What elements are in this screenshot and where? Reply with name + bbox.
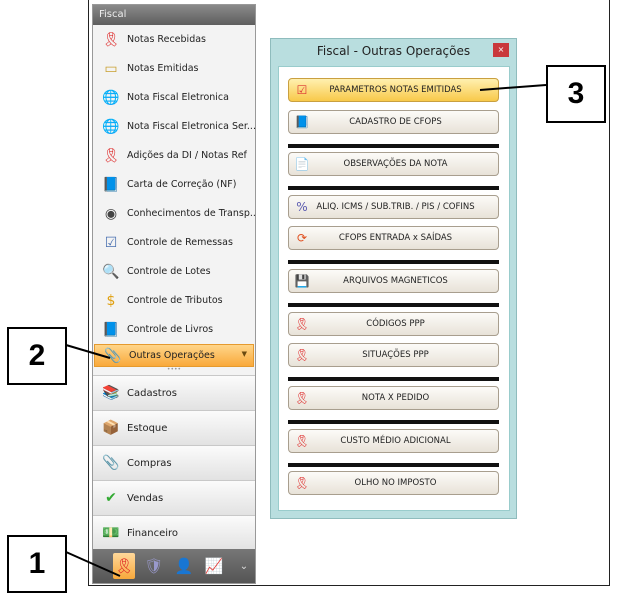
section-estoque[interactable]: 📦Estoque [93,410,255,445]
callout-2: 2 [7,327,67,385]
dialog-button[interactable]: 📘CADASTRO DE CFOPS [288,110,499,134]
separator [288,303,499,307]
sidebar-item[interactable]: ▭Notas Emitidas [93,54,255,83]
sidebar-item[interactable]: 🎗Adições da DI / Notas Ref [102,147,247,164]
book-icon: 📘 [102,176,120,193]
dialog-outras-operacoes: Fiscal - Outras Operações × ☑PARAMETROS … [270,38,517,519]
dialog-button[interactable]: 📄OBSERVAÇÕES DA NOTA [288,152,499,176]
dialog-title: Fiscal - Outras Operações × [271,39,516,64]
ribbon-icon: 🎗 [294,391,310,405]
sidebar-item[interactable]: 📘Carta de Correção (NF) [102,176,237,193]
book-icon: 📘 [294,115,310,129]
paperclip-icon: 📎 [102,455,120,471]
chevron-down-icon[interactable]: ▼ [241,350,247,358]
dialog-button[interactable]: ☑PARAMETROS NOTAS EMITIDAS [288,78,499,102]
coin-icon: $ [106,292,116,309]
sidebar-item[interactable]: ◉Conhecimentos de Transp... [93,199,255,228]
separator [288,377,499,381]
sidebar-item[interactable]: 📘Controle de Livros [102,321,214,338]
checklist-icon: ☑ [296,83,308,97]
ribbon-add-icon: 🎗 [102,31,120,48]
section-compras[interactable]: 📎Compras [93,445,255,480]
shield-icon[interactable]: 🛡 [144,557,164,575]
checkbook-icon: ✔ [105,490,117,506]
sidebar-item[interactable]: 🌐Nota Fiscal Eletronica [102,89,229,106]
module-bar: 🎗 🛡 👤 📈 ⌄ [93,549,255,583]
close-button[interactable]: × [493,43,509,57]
book-icon: 📘 [102,321,120,338]
separator [288,420,499,424]
sidebar: Fiscal 🎗Notas Recebidas ▭Notas Emitidas 🌐N… [92,4,256,584]
dialog-button[interactable]: %ALIQ. ICMS / SUB.TRIB. / PIS / COFINS [288,195,499,219]
ribbon-add-icon: 🎗 [102,147,120,164]
floppy-icon: 💾 [294,274,310,288]
money-icon: 💵 [102,525,120,541]
section-vendas[interactable]: ✔Vendas [93,480,255,515]
user-icon[interactable]: 👤 [174,557,194,575]
ribbon-icon: 🎗 [294,434,310,448]
dialog-button[interactable]: 🎗SITUAÇÕES PPP [288,343,499,367]
sidebar-item[interactable]: 🌐Nota Fiscal Eletronica Ser... [102,118,255,135]
arrows-icon: ⟳ [296,231,308,245]
section-cadastros[interactable]: 📚Cadastros [93,375,255,410]
separator [288,260,499,264]
sidebar-item[interactable]: 🔍Controle de Lotes [102,263,211,280]
tray-icon: ▭ [104,60,118,77]
callout-3: 3 [546,65,606,123]
dialog-button[interactable]: 🎗CÓDIGOS PPP [288,312,499,336]
separator [288,186,499,190]
magnifier-icon: 🔍 [102,263,120,280]
dialog-button[interactable]: 💾ARQUIVOS MAGNETICOS [288,269,499,293]
dialog-button[interactable]: ⟳CFOPS ENTRADA x SAÍDAS [288,226,499,250]
disc-icon: ◉ [104,205,118,222]
dialog-button[interactable]: 🎗OLHO NO IMPOSTO [288,471,499,495]
paperclip-icon: 📎 [104,347,122,364]
ribbon-icon: 🎗 [294,317,310,331]
books-icon: 📚 [102,385,120,401]
section-financeiro[interactable]: 💵Financeiro [93,515,255,550]
sidebar-item[interactable]: 🎗Notas Recebidas [102,31,206,48]
ribbon-icon: 🎗 [294,476,310,490]
box-icon: 📦 [102,420,120,436]
sidebar-header: Fiscal [93,5,255,25]
ribbon-icon: 🎗 [294,348,310,362]
separator [288,144,499,148]
document-icon: 📄 [294,157,310,171]
separator [288,463,499,467]
sidebar-item-outras-operacoes[interactable]: 📎 Outras Operações ▼ [94,344,254,367]
sidebar-item[interactable]: $Controle de Tributos [93,286,255,315]
dialog-panel: ☑PARAMETROS NOTAS EMITIDAS 📘CADASTRO DE C… [278,66,510,511]
splitter-grip[interactable]: •••• [166,366,182,373]
dialog-button[interactable]: 🎗NOTA X PEDIDO [288,386,499,410]
dialog-button[interactable]: 🎗CUSTO MÉDIO ADICIONAL [288,429,499,453]
document-check-icon: ☑ [104,234,118,251]
globe-check-icon: 🌐 [102,118,120,135]
chart-icon[interactable]: 📈 [204,557,224,575]
chevron-down-icon[interactable]: ⌄ [239,560,249,572]
callout-1: 1 [7,535,67,593]
globe-check-icon: 🌐 [102,89,120,106]
sidebar-item[interactable]: ☑Controle de Remessas [93,228,255,257]
fiscal-ribbon-icon[interactable]: 🎗 [113,553,135,579]
percent-icon: % [296,200,308,214]
